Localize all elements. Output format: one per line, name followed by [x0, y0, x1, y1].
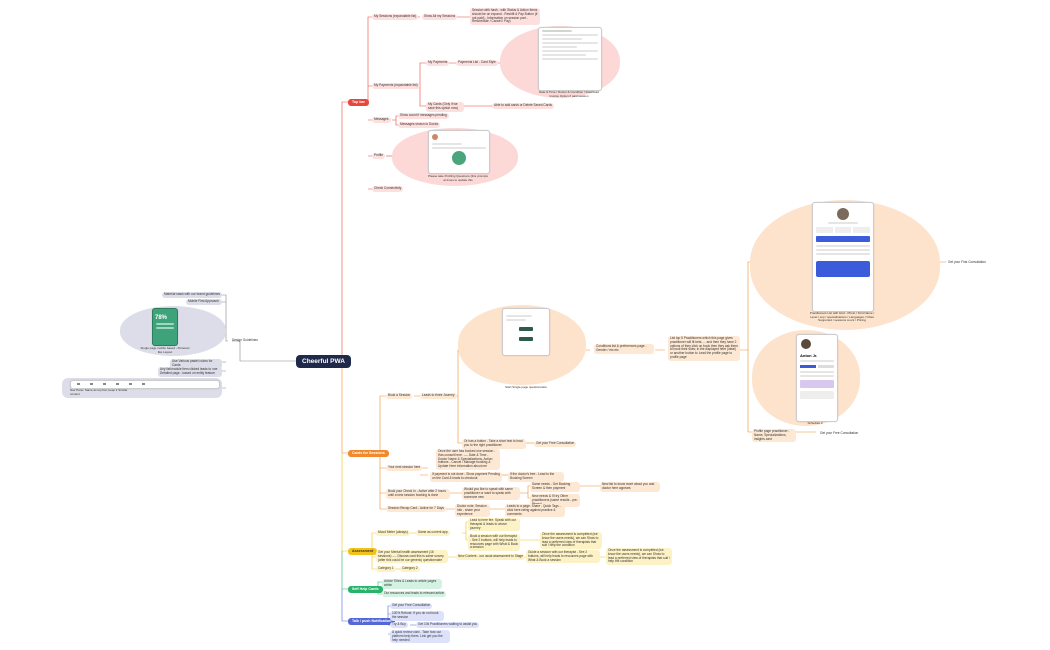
assessment-category-2[interactable]: Category 2 — [400, 566, 420, 572]
cards-leads-to[interactable]: Leads to a page. Share - Quick Tags - cl… — [505, 504, 565, 518]
assessment-same-as[interactable]: Same as current app — [416, 530, 450, 536]
cards-book-checkin[interactable]: Book your Check In - Active after 2 hour… — [386, 489, 450, 499]
talk-free-consult[interactable]: Get your Free Consultation — [390, 603, 433, 609]
cards-conditions[interactable]: Conditions list & preferences page - Gen… — [594, 344, 654, 354]
category-top-bar[interactable]: Top bar — [348, 99, 369, 106]
top-bar-profile[interactable]: Profile — [372, 153, 386, 159]
root-node[interactable]: Cheerful PWA — [296, 355, 351, 368]
cards-same-needs[interactable]: Same needs - Get Booking Screen & then p… — [530, 482, 580, 492]
assessment-once[interactable]: Once the assessment is completed (we kno… — [540, 532, 602, 550]
top-bar-my-payments[interactable]: My Payments — [426, 60, 450, 66]
cards-your-next[interactable]: Your next session here — [386, 465, 423, 471]
guideline-stat: 78% — [155, 315, 168, 321]
top-bar-sessions[interactable]: My Sessions (expandable list) — [372, 14, 419, 20]
top-bar-connectivity[interactable]: Check Connectivity — [372, 186, 404, 192]
cards-get-free[interactable]: Get your Free Consultation — [820, 431, 859, 435]
cards-would-like[interactable]: Would you like to speak with same practi… — [462, 487, 520, 501]
doctors-list-caption: Practitioners List with brief - Photo / … — [809, 311, 875, 323]
talk-refund[interactable]: 100% Refund: If you do not book the sess… — [390, 611, 444, 621]
talk-review-card[interactable]: A quick review card - Take how our platf… — [390, 630, 450, 644]
cards-profile-page[interactable]: Profile page practitioner - Name, Specia… — [752, 429, 796, 443]
guideline-nav-screenshot — [70, 380, 220, 389]
payments-screenshot — [538, 27, 602, 91]
profile-practitioner-screenshot: Anton Jr. — [796, 334, 838, 422]
self-help-resources[interactable]: Our resources and leads to relevant arti… — [382, 591, 447, 597]
cards-book-session[interactable]: Book a Session — [386, 393, 413, 399]
category-self-help[interactable]: Self Help Cards — [348, 586, 383, 593]
profile-screenshot — [428, 130, 490, 174]
top-bar-show-sessions[interactable]: Show All my Sessions — [422, 14, 458, 20]
practitioner-name: Anton Jr. — [800, 353, 818, 358]
cards-session-recap[interactable]: Session Recap Card - Active for 7 Days — [386, 506, 446, 512]
talk-practitioners[interactable]: Get 10k Practitioners waiting to assist … — [416, 622, 480, 628]
assessment-result[interactable]: Lead to here fee. Speak with our therapi… — [468, 518, 520, 532]
cards-next-desc[interactable]: Once the user has booked one session - H… — [436, 449, 500, 470]
assessment-category-1[interactable]: Category 1 — [376, 566, 396, 572]
cards-get-first[interactable]: Get your First Consultation — [948, 260, 986, 264]
top-bar-messages-doctor[interactable]: Messages shown to Doctor — [398, 122, 441, 128]
cards-doctor-note[interactable]: Doctor note. Session info - share your e… — [455, 504, 490, 518]
cards-payment-pending[interactable]: If payment is not done - Show payment Pe… — [430, 472, 502, 482]
assessment-guide[interactable]: Guide a session with our therapist - See… — [526, 550, 600, 564]
questionnaire-caption: Start Single page questionnaire — [505, 385, 547, 389]
profile-caption: Please take Profiling Questions (this pr… — [428, 174, 488, 182]
assessment-new-content[interactable]: New Content - our usual assessment to St… — [456, 554, 526, 560]
cards-short-test[interactable]: Or has a button - Take a short test to l… — [462, 439, 526, 449]
questionnaire-screenshot — [502, 308, 550, 356]
guideline-detail-page[interactable]: Any list/module item clicked leads to on… — [158, 367, 222, 377]
schedule-caption: Schedule 2 — [807, 421, 823, 425]
assessment-once-2[interactable]: Once the assessment is completed (we kno… — [606, 548, 672, 566]
design-guidelines-label[interactable]: Design Guidelines — [232, 338, 258, 342]
guideline-brand[interactable]: Material stack with our brand guidelines — [162, 292, 222, 298]
doctors-list-screenshot — [812, 202, 874, 312]
top-bar-messages[interactable]: Messages — [372, 117, 391, 123]
cards-doctor-free[interactable]: If the doctor's free - Lead to the Booki… — [508, 472, 564, 482]
category-cards-for-sessions[interactable]: Cards for Sessions — [348, 450, 389, 457]
guideline-layout-caption: Single page mobile based - Pinterest lik… — [140, 346, 190, 354]
category-talk[interactable]: Talk / push Notification — [348, 618, 396, 625]
self-help-articles[interactable]: Article Titles & Leads to article pages … — [382, 579, 442, 589]
assessment-mood[interactable]: Mood Meter (always) — [376, 530, 410, 536]
guideline-mobile-first[interactable]: Mobile First Approach — [186, 299, 222, 305]
top-bar-payments-list[interactable]: Payments List - Card Style — [456, 60, 498, 66]
guideline-pastel[interactable]: Use Various pastel colors for Cards — [170, 359, 222, 369]
cards-new-tell[interactable]: New list to know more about you and doct… — [600, 482, 660, 492]
category-assessment[interactable]: Assessment — [348, 548, 378, 555]
payments-caption: Date & Time / Doctor & Condition / Downl… — [538, 90, 600, 98]
top-bar-payments[interactable]: My Payments (expandable list) — [372, 83, 420, 89]
cards-free-consult[interactable]: Get your Free Consultation — [534, 441, 577, 447]
cards-leads-journey[interactable]: Leads to three Journey — [420, 393, 457, 399]
assessment-book-session[interactable]: Book a session with our therapist - See … — [468, 534, 520, 552]
top-bar-session-detail[interactable]: Session with hash - with Status & Action… — [470, 8, 540, 26]
talk-try-buy[interactable]: Try & Buy — [390, 622, 408, 628]
guideline-layout-screenshot: 78% — [152, 308, 178, 346]
guideline-nav-caption: Nav Pane: Same as top bar; keep it Simil… — [70, 388, 128, 396]
assessment-mental[interactable]: Get your Mental health assessment (16 se… — [376, 550, 448, 564]
top-bar-messages-count[interactable]: Show count if messages pending — [398, 113, 449, 119]
top-bar-add-cards[interactable]: Able to add cards or Delete Saved Cards — [492, 103, 554, 109]
top-bar-my-cards[interactable]: My Cards (Only if we save this option no… — [426, 102, 464, 112]
cards-list-practitioners[interactable]: List top 5 Practitioners which this page… — [668, 336, 740, 361]
